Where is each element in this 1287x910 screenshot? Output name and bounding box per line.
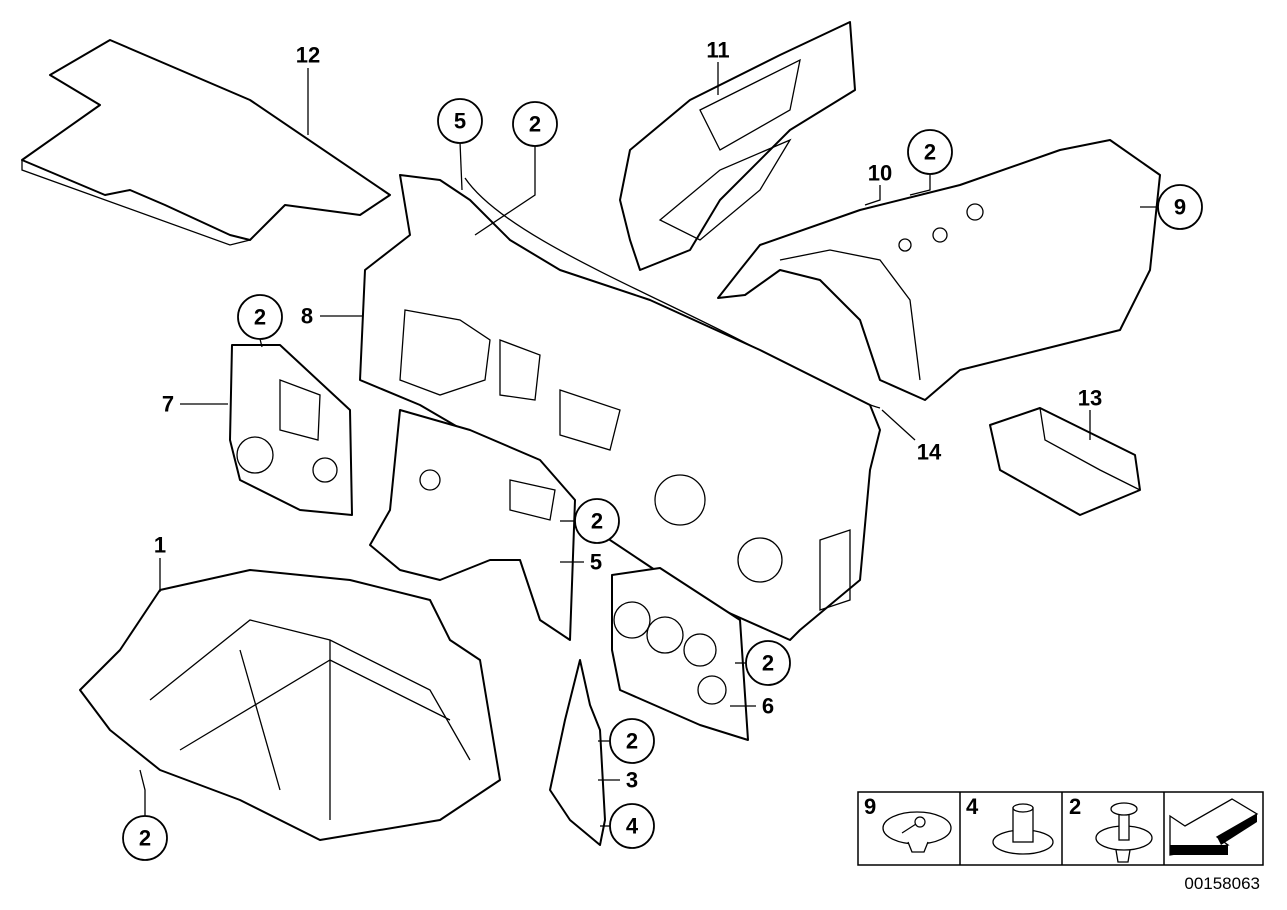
callout-14: 14 [917,440,942,465]
svg-text:5: 5 [590,550,602,575]
fastener-legend: 9 4 2 [857,791,1264,866]
svg-text:10: 10 [868,161,892,186]
svg-text:2: 2 [924,140,936,165]
clip-icon [882,811,952,853]
svg-text:2: 2 [762,651,774,676]
part-7-insulation [229,344,353,516]
document-number: 00158063 [1184,874,1260,893]
part-3-insulation [549,659,606,846]
callout-13: 13 [1078,386,1102,411]
callout-2-circled: 2 [745,640,791,686]
direction-arrow-icon [1169,798,1259,856]
part-8-bulkhead-insulation [359,174,881,641]
callout-6: 6 [762,694,774,719]
callout-9-circled: 9 [1157,184,1203,230]
svg-text:8: 8 [301,304,313,329]
svg-text:4: 4 [966,794,979,819]
callout-11: 11 [706,38,729,63]
leader-lines [139,62,1158,827]
svg-text:2: 2 [529,112,541,137]
callout-12: 12 [296,43,320,68]
part-11-insulation [619,21,856,271]
svg-text:13: 13 [1078,386,1102,411]
callout-10: 10 [868,161,892,186]
svg-text:1: 1 [154,533,166,558]
svg-text:9: 9 [864,794,876,819]
svg-text:2: 2 [139,826,151,851]
svg-text:2: 2 [591,509,603,534]
callout-1: 1 [154,533,166,558]
part-13-insulation [989,407,1141,516]
callout-2-circled: 2 [512,101,558,147]
part-5-side-insulation [369,409,576,641]
callout-2-circled: 2 [122,815,168,861]
callout-7: 7 [162,392,174,417]
svg-text:6: 6 [762,694,774,719]
svg-text:2: 2 [1069,794,1081,819]
svg-text:9: 9 [1174,195,1186,220]
callout-2-circled: 2 [574,498,620,544]
part-1-insulation [79,569,501,841]
svg-text:7: 7 [162,392,174,417]
callout-5: 5 [590,550,602,575]
expanding-nut-icon [992,803,1054,855]
svg-text:14: 14 [917,440,942,465]
callout-5-circled: 5 [437,98,483,144]
svg-text:4: 4 [626,814,639,839]
part-6-insulation [611,567,749,741]
svg-text:11: 11 [706,38,729,63]
callout-3: 3 [626,768,638,793]
svg-text:5: 5 [454,109,466,134]
svg-text:12: 12 [296,43,320,68]
callout-4-circled: 4 [609,803,655,849]
part-10-wheelhouse-insulation [717,139,1161,401]
svg-text:2: 2 [626,729,638,754]
svg-text:2: 2 [254,305,266,330]
callout-2-circled: 2 [609,718,655,764]
callout-2-circled: 2 [907,129,953,175]
svg-text:3: 3 [626,768,638,793]
expanding-rivet-icon [1095,802,1153,863]
part-12-hood-insulation [21,39,391,246]
callout-8: 8 [301,304,313,329]
callout-2-circled: 2 [237,294,283,340]
